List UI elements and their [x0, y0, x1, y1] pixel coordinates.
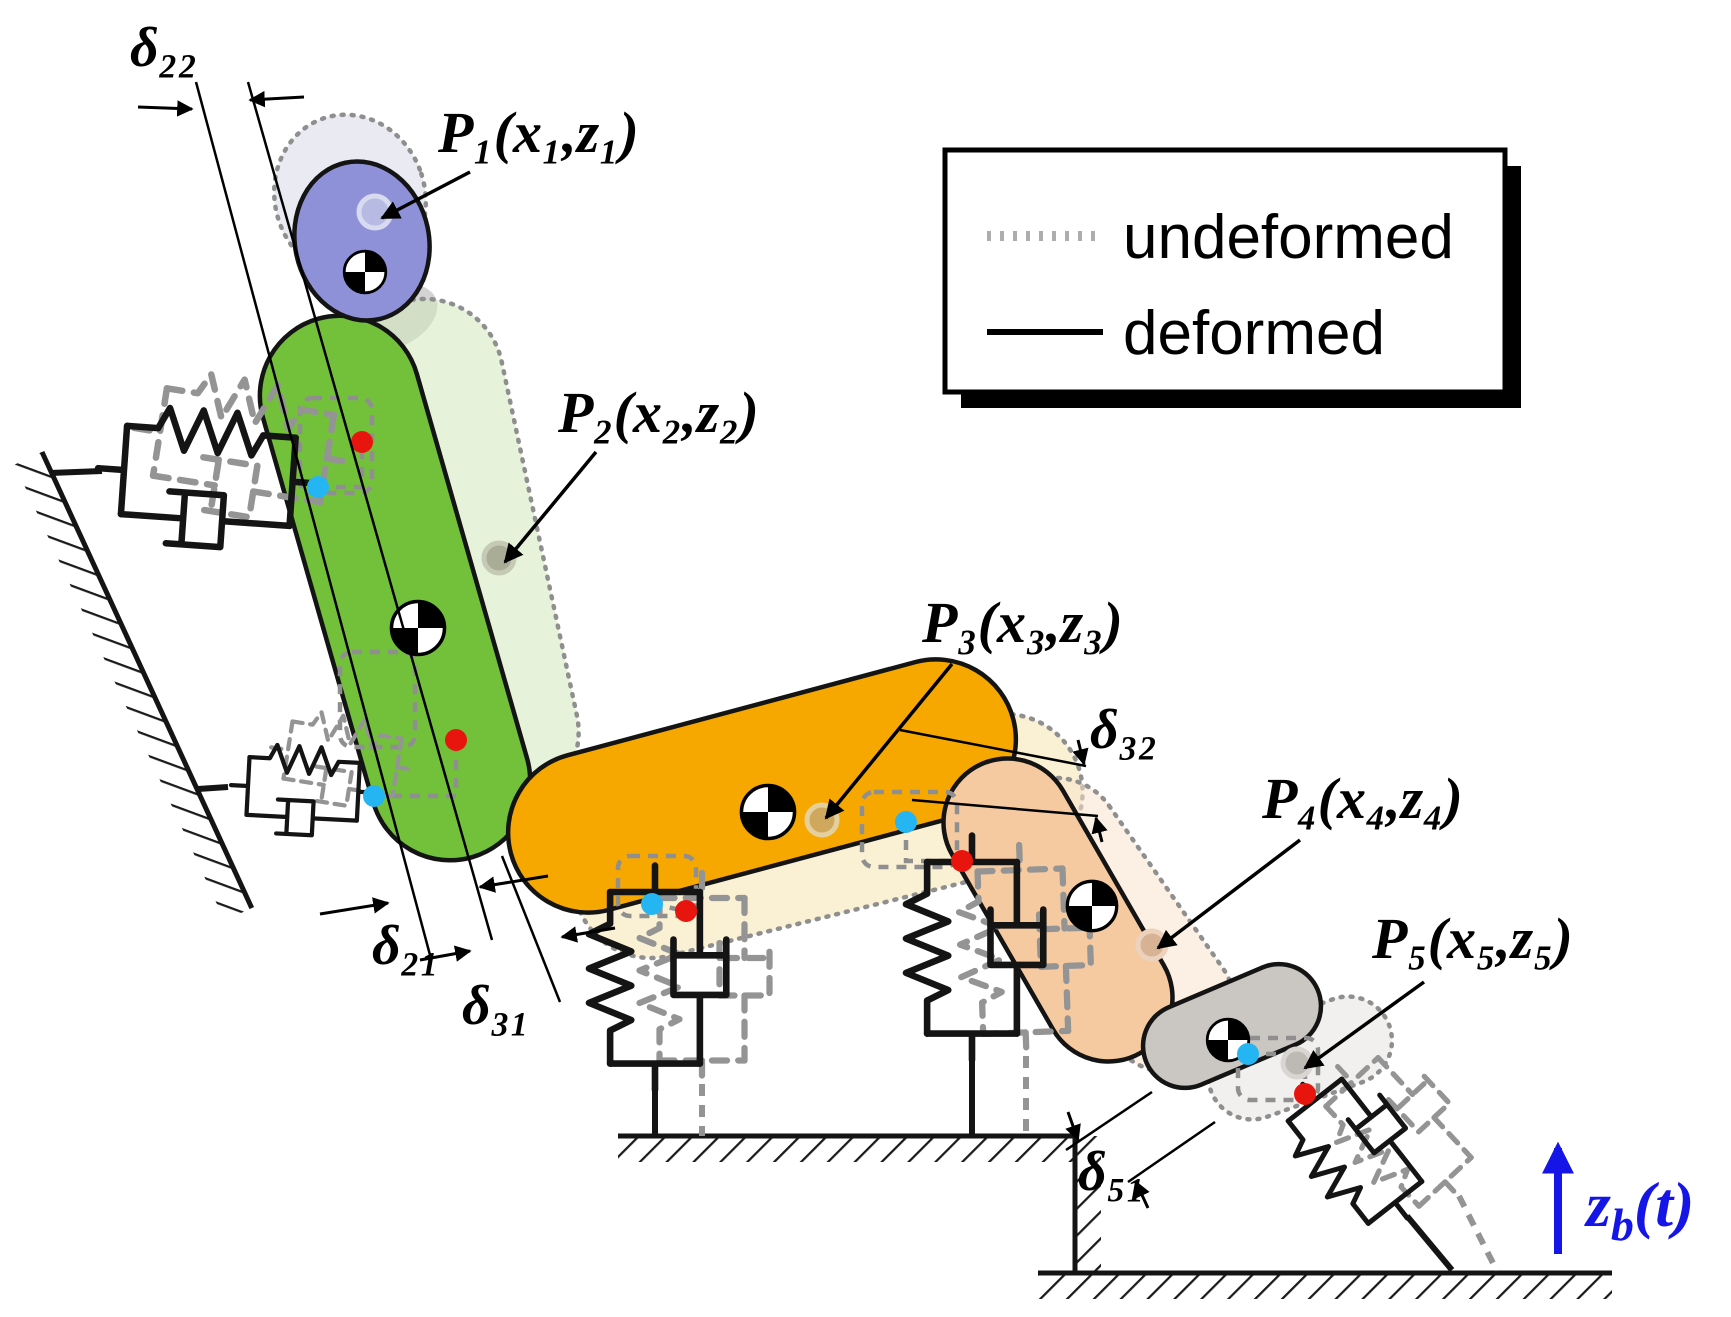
- delta51-arrow-bottom: [1134, 1180, 1150, 1209]
- ground: [618, 1133, 1612, 1299]
- delta32-extension-line-upper: [899, 728, 1087, 768]
- delta21-arrow-left: [319, 897, 390, 916]
- joint-dot-cyan-lower-torso: [363, 785, 385, 807]
- delta22-arrow-left: [137, 100, 194, 117]
- delta21-arrow-right: [478, 874, 549, 893]
- delta31-arrow-left: [419, 945, 472, 962]
- dimension-delta32: δ₃₂: [899, 699, 1158, 843]
- joint-dot-red-lower-torso: [445, 729, 467, 751]
- label-base-excitation: zb(t): [1584, 1169, 1694, 1250]
- delta22-arrow-right: [248, 90, 305, 108]
- foot-lead: [1404, 1214, 1455, 1272]
- label-p4: P₄(x₄,z₄): [1261, 766, 1463, 831]
- delta51-extension-line-lower: [1127, 1120, 1216, 1184]
- delta32-extension-line-lower: [911, 798, 1099, 818]
- com-marker-head: [342, 249, 388, 295]
- p5-leader-arrow: [1303, 980, 1426, 1070]
- foot-ghost-lead: [1456, 1194, 1500, 1273]
- p1-leader-arrow: [380, 170, 471, 220]
- delta32-arrow-top: [1072, 739, 1089, 766]
- delta31-extension-line: [500, 855, 562, 1003]
- shank-deformed: [941, 756, 1175, 1064]
- upper-ground-hatching: [618, 1136, 1075, 1162]
- dimension-delta51: δ₅₁: [1065, 1090, 1216, 1209]
- delta31-arrow-right: [560, 926, 616, 943]
- bracket-ghost-4: [859, 789, 960, 870]
- point-marker-p1: [356, 193, 394, 231]
- label-delta22: δ₂₂: [130, 17, 198, 79]
- torso-axis-line-undeformed: [246, 81, 494, 941]
- joint-dot-red-upper-torso: [351, 431, 373, 453]
- dimension-delta22: δ₂₂: [130, 17, 305, 117]
- joint-dot-red-hip: [951, 850, 973, 872]
- label-p1: P₁(x₁,z₁): [437, 100, 639, 165]
- label-delta51: δ₅₁: [1078, 1141, 1146, 1203]
- label-delta31: δ₃₁: [462, 975, 530, 1037]
- label-p5: P₅(x₅,z₅): [1371, 906, 1573, 971]
- com-marker-thigh: [739, 783, 797, 841]
- wall-hatching: [14, 452, 252, 921]
- delta51-arrow-top: [1065, 1111, 1081, 1142]
- p3-leader-arrow: [824, 662, 954, 820]
- legend-box: [942, 147, 1508, 395]
- label-p2: P₂(x₂,z₂): [557, 380, 759, 445]
- p4-leader-arrow: [1156, 838, 1302, 950]
- label-p3: P₃(x₃,z₃): [921, 590, 1123, 655]
- p2-leader-arrow: [503, 450, 598, 564]
- lower-ground-hatching: [1038, 1273, 1612, 1299]
- joint-dot-cyan-thigh-left: [641, 893, 663, 915]
- step-hatching: [1075, 1136, 1101, 1273]
- com-marker-shank: [1065, 879, 1119, 933]
- bracket-ghost-1: [297, 395, 375, 496]
- bracket-ghost-3: [615, 853, 699, 919]
- torso-axis-line-deformed: [194, 81, 432, 956]
- com-marker-torso: [389, 599, 447, 657]
- joint-dot-cyan-hip: [895, 811, 917, 833]
- label-delta32: δ₃₂: [1090, 699, 1158, 761]
- legend-undeformed-label: undeformed: [1123, 203, 1454, 272]
- joint-dot-red-thigh-left: [675, 900, 697, 922]
- dimension-delta31: δ₃₁: [419, 855, 616, 1037]
- dimension-delta21: δ₂₁: [319, 874, 549, 977]
- joint-dot-cyan-ankle: [1237, 1043, 1259, 1065]
- joint-dot-red-ankle: [1294, 1083, 1316, 1105]
- bracket-lower-torso: [374, 740, 459, 799]
- legend: undeformed deformed: [942, 147, 1521, 408]
- delta32-arrow-bottom: [1091, 816, 1108, 843]
- bracket-ghost-2: [337, 649, 418, 750]
- legend-deformed-label: deformed: [1123, 299, 1385, 368]
- inclined-wall: [14, 450, 255, 921]
- wall-edge: [39, 450, 255, 910]
- point-marker-p5: [1280, 1046, 1314, 1080]
- label-delta21: δ₂₁: [372, 915, 440, 977]
- joint-dot-cyan-upper-torso: [307, 476, 329, 498]
- wall-lower-lead: [197, 784, 229, 792]
- wall-upper-lead: [49, 468, 103, 476]
